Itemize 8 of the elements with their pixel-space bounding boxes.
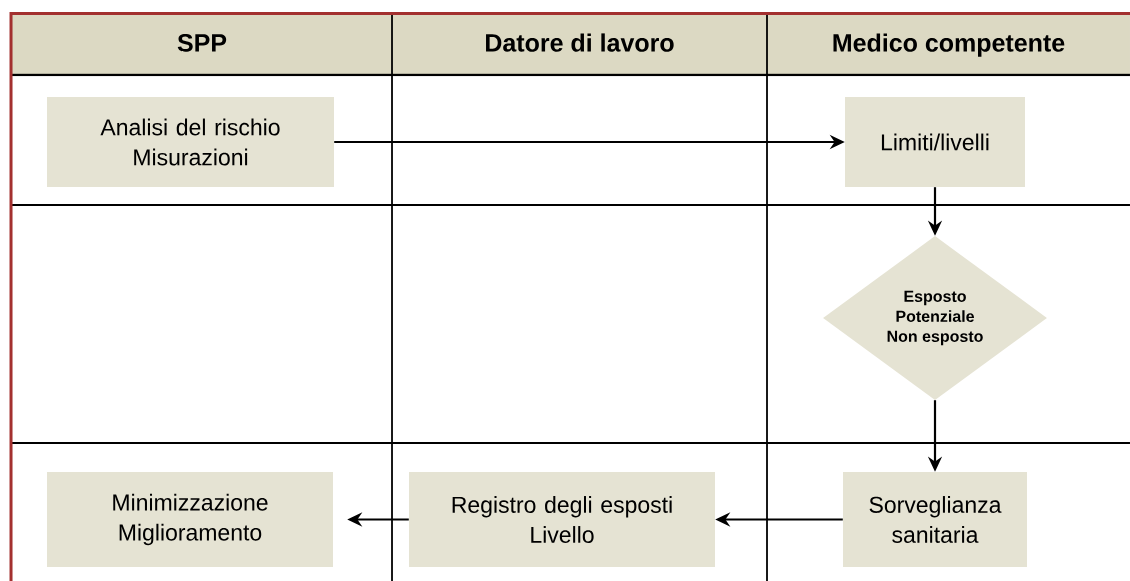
column-header: Medico competente [833,33,1065,57]
process-box: Minimizzazione Miglioramento [47,472,333,567]
process-box: Registro degli esposti Livello [409,472,715,567]
process-box: Limiti/livelli [845,97,1025,187]
column-header: SPP [177,34,227,52]
process-box: Analisi del rischio Misurazioni [47,97,334,187]
column-header: Datore di lavoro [486,33,674,52]
process-box: Sorveglianza sanitaria [843,472,1027,567]
